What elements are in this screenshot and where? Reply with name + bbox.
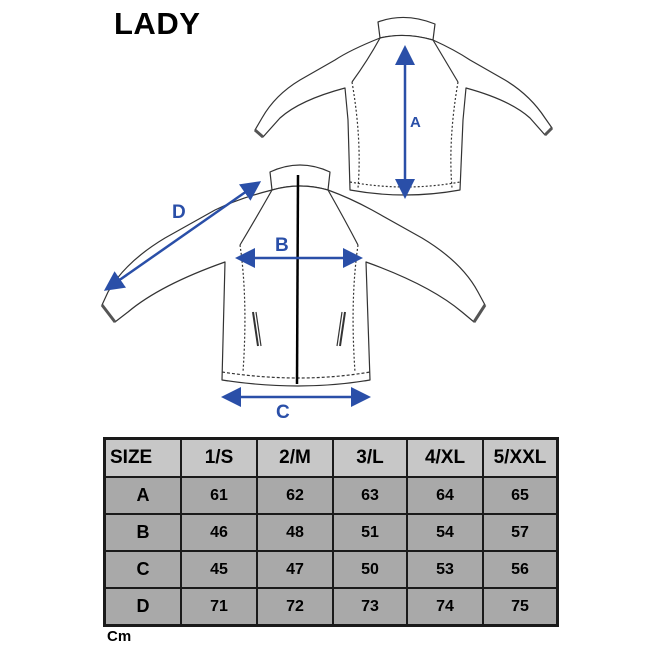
table-row: A 61 62 63 64 65 — [105, 477, 557, 514]
row-label: C — [105, 551, 181, 588]
page-title: LADY — [114, 6, 201, 41]
table-cell: 62 — [257, 477, 333, 514]
table-cell: 73 — [333, 588, 407, 625]
dimension-label-a: A — [410, 114, 421, 131]
table-cell: 74 — [407, 588, 483, 625]
table-cell: 47 — [257, 551, 333, 588]
dimension-label-b: B — [275, 235, 289, 256]
size-table: SIZE 1/S 2/M 3/L 4/XL 5/XXL A 61 62 63 6… — [103, 437, 559, 627]
table-cell: 65 — [483, 477, 557, 514]
table-cell: 64 — [407, 477, 483, 514]
table-row: C 45 47 50 53 56 — [105, 551, 557, 588]
table-cell: 54 — [407, 514, 483, 551]
table-cell: 61 — [181, 477, 257, 514]
table-cell: 45 — [181, 551, 257, 588]
dimension-label-c: C — [276, 402, 290, 423]
table-cell: 56 — [483, 551, 557, 588]
header-cell-2m: 2/M — [257, 439, 333, 477]
row-label: B — [105, 514, 181, 551]
row-label: A — [105, 477, 181, 514]
header-cell-1s: 1/S — [181, 439, 257, 477]
jacket-front-view — [100, 164, 487, 387]
header-cell-4xl: 4/XL — [407, 439, 483, 477]
table-cell: 51 — [333, 514, 407, 551]
table-cell: 46 — [181, 514, 257, 551]
jacket-illustration: A B C D — [100, 16, 554, 423]
zipper — [295, 174, 300, 385]
header-cell-5xxl: 5/XXL — [483, 439, 557, 477]
header-cell-3l: 3/L — [333, 439, 407, 477]
unit-label: Cm — [107, 628, 132, 645]
table-cell: 63 — [333, 477, 407, 514]
table-row: B 46 48 51 54 57 — [105, 514, 557, 551]
dimension-arrow-d — [103, 181, 262, 291]
row-label: D — [105, 588, 181, 625]
table-cell: 53 — [407, 551, 483, 588]
table-cell: 57 — [483, 514, 557, 551]
table-row: D 71 72 73 74 75 — [105, 588, 557, 625]
table-cell: 48 — [257, 514, 333, 551]
table-cell: 75 — [483, 588, 557, 625]
size-table-header-row: SIZE 1/S 2/M 3/L 4/XL 5/XXL — [105, 439, 557, 477]
dimension-label-d: D — [172, 202, 186, 223]
table-cell: 50 — [333, 551, 407, 588]
table-cell: 72 — [257, 588, 333, 625]
table-cell: 71 — [181, 588, 257, 625]
header-cell-size: SIZE — [105, 439, 181, 477]
